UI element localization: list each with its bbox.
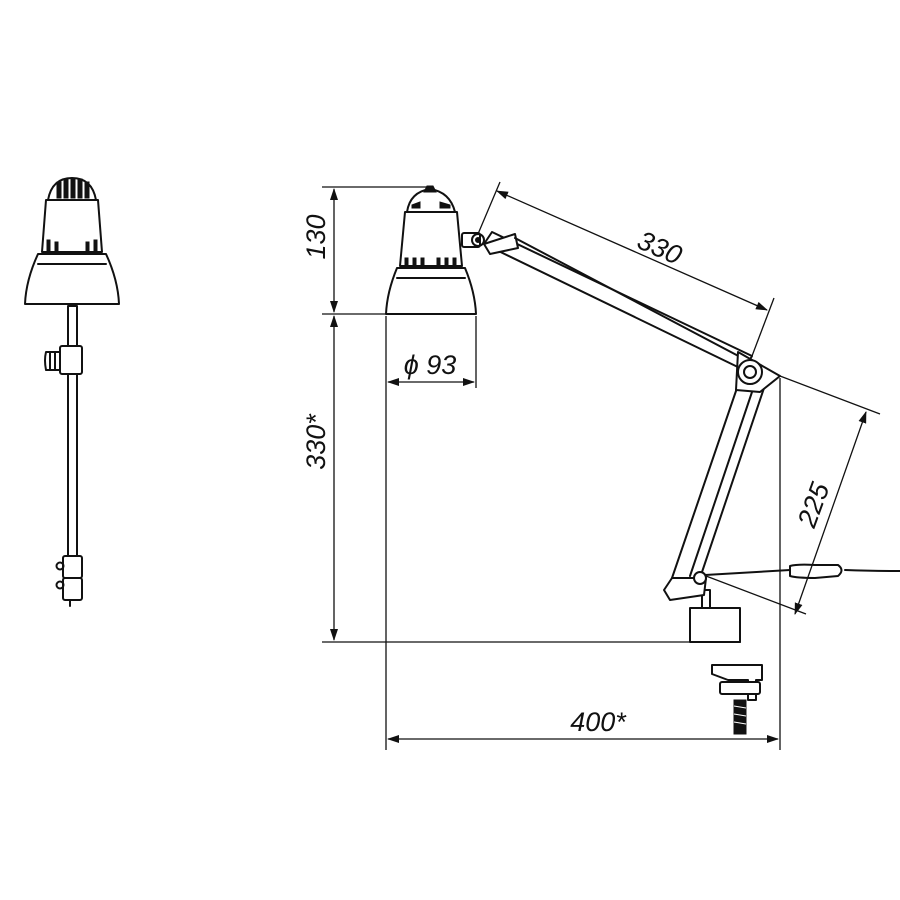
side-knob [44, 345, 83, 375]
shade-reflector [385, 267, 477, 315]
lower-arm [663, 387, 765, 601]
dimension-labels: 130 330* ϕ 93 330 225 400* [301, 214, 836, 737]
side-shade-reflector [24, 253, 120, 305]
lamp-shade [385, 185, 485, 315]
dim-label-225: 225 [791, 478, 835, 532]
side-cap-ribs [56, 177, 90, 199]
side-shade-body [41, 199, 103, 253]
shade-body [399, 211, 463, 267]
dimension-lines [322, 181, 881, 750]
elbow-joint [735, 351, 781, 393]
dim-line-330-arm [496, 190, 768, 311]
power-cord [704, 563, 900, 579]
upper-arm [483, 231, 753, 371]
dim-label-330-arm: 330 [633, 225, 686, 271]
shade-joint [461, 232, 485, 248]
side-body-vents [46, 239, 98, 253]
side-lower-joints [55, 555, 83, 607]
dim-label-130: 130 [301, 214, 331, 259]
dim-label-330-vertical: 330* [301, 413, 331, 470]
dim-label-400: 400* [570, 707, 627, 737]
dim-label-93: ϕ 93 [404, 350, 457, 380]
clamp-base [689, 589, 763, 735]
dim-line-225 [794, 411, 867, 615]
front-view: 130 330* ϕ 93 330 225 400* [301, 181, 900, 750]
side-view [24, 177, 120, 607]
